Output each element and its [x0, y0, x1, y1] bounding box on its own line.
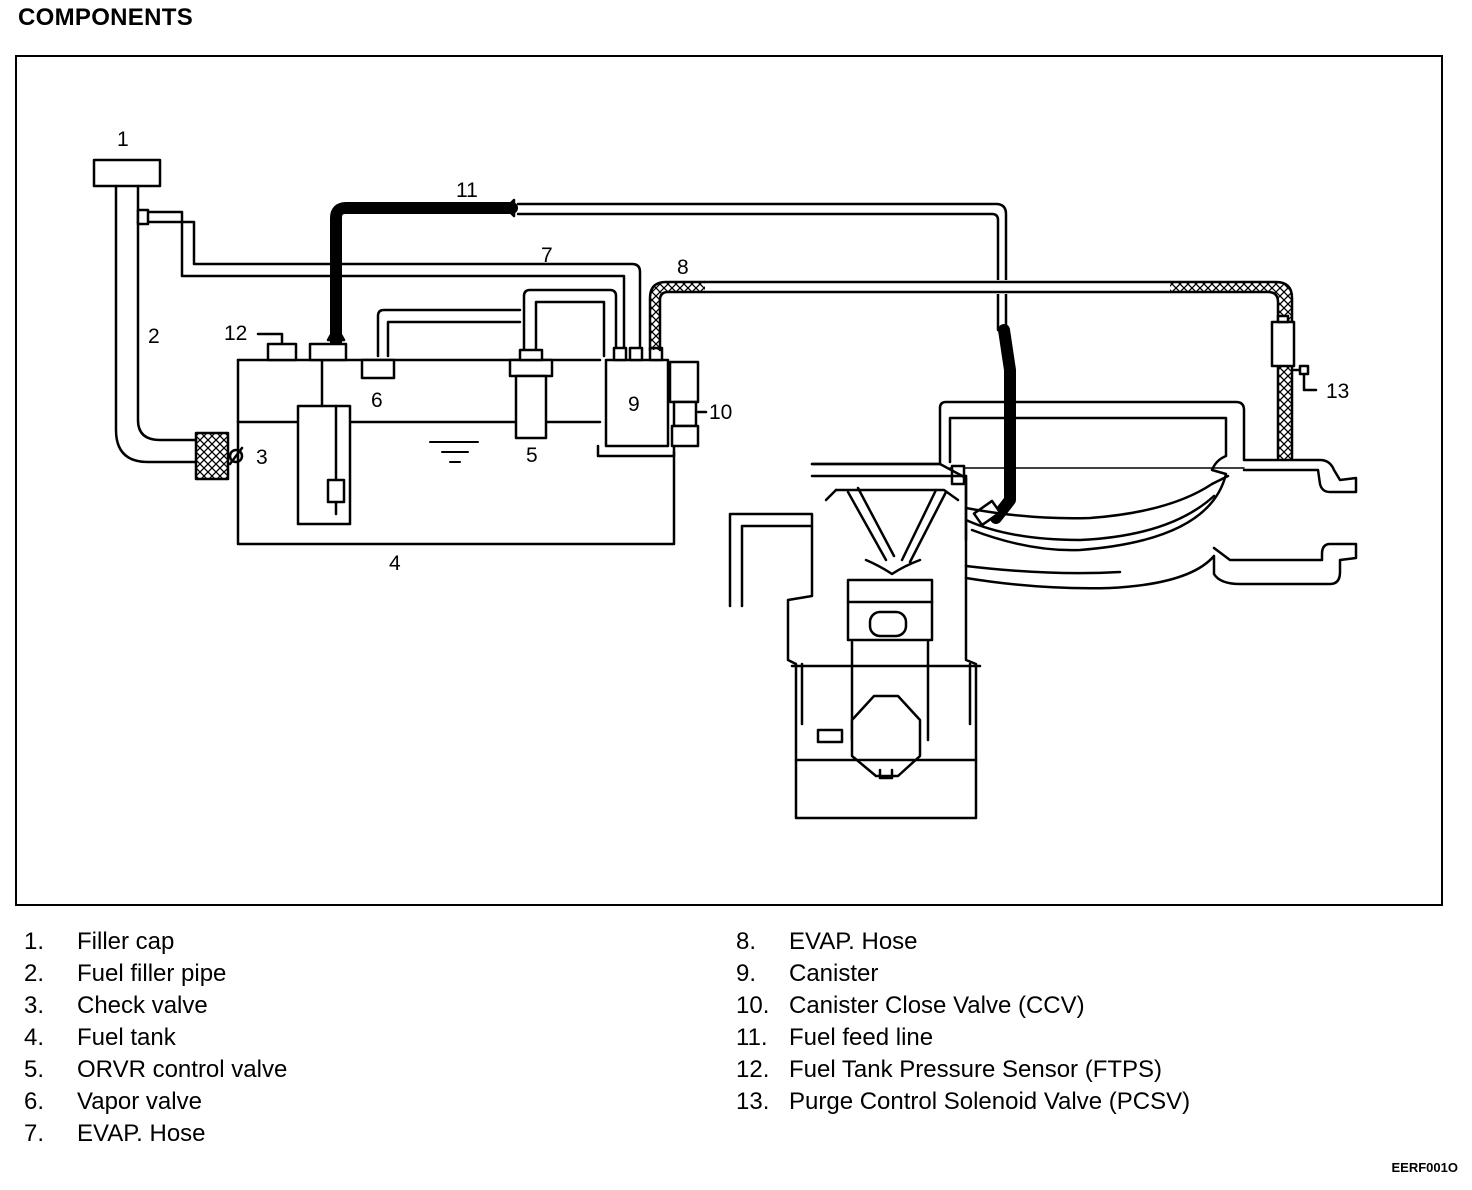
- callout-9: 9: [628, 393, 640, 416]
- ftps-sensor-icon: [256, 332, 298, 362]
- callout-11: 11: [456, 179, 478, 202]
- callout-1: 1: [117, 128, 129, 151]
- canister-icon: [596, 346, 676, 458]
- figure-code: EERF001O: [1391, 1160, 1458, 1175]
- callout-10: 10: [709, 401, 732, 424]
- engine-icon: [728, 462, 982, 820]
- callout-7: 7: [541, 244, 553, 267]
- evap-hose-8-icon: [648, 280, 1294, 460]
- canister-close-valve-icon: [668, 360, 708, 448]
- callout-4: 4: [389, 552, 401, 575]
- callout-2: 2: [148, 325, 160, 348]
- callout-5: 5: [526, 444, 538, 467]
- callout-13: 13: [1326, 380, 1349, 403]
- page-title: COMPONENTS: [18, 4, 194, 31]
- check-valve-icon: [194, 431, 244, 481]
- fuel-feed-line-icon: [308, 198, 1016, 527]
- orvr-control-valve-icon: [508, 288, 618, 440]
- intake-manifold-icon: [938, 400, 1358, 590]
- diagram-frame: [15, 55, 1443, 906]
- callout-3: 3: [256, 446, 268, 469]
- vapor-valve-icon: [360, 308, 522, 380]
- filler-cap-icon: [92, 158, 162, 188]
- callout-6: 6: [371, 389, 383, 412]
- fuel-filler-pipe-icon: [114, 184, 198, 464]
- pcsv-valve-icon: [1270, 314, 1318, 392]
- callout-8: 8: [677, 256, 689, 279]
- callout-12: 12: [224, 322, 247, 345]
